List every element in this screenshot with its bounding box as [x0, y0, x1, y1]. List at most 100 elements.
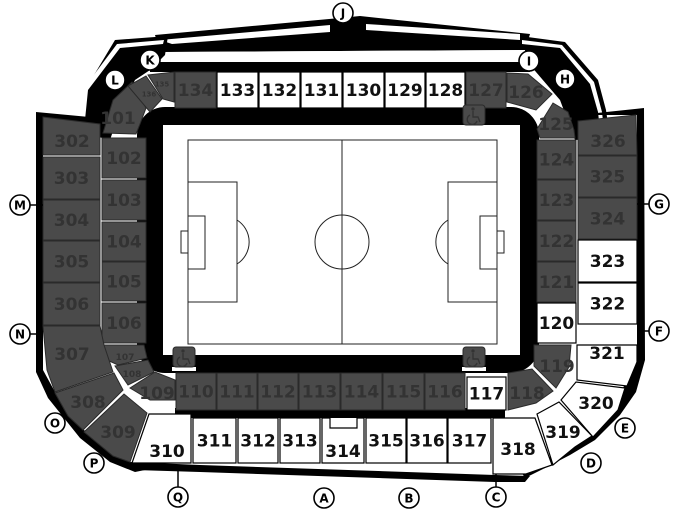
gate-label: I: [527, 55, 531, 69]
section-label: 324: [590, 210, 626, 230]
gate-label: L: [111, 74, 119, 88]
section-315[interactable]: 315: [365, 417, 407, 464]
section-128[interactable]: 128: [425, 71, 466, 109]
section-314[interactable]: 314: [321, 417, 365, 464]
section-133[interactable]: 133: [216, 71, 259, 109]
section-label: 105: [106, 273, 142, 293]
section-label: 309: [100, 423, 136, 443]
section-label: 108: [123, 370, 142, 380]
section-132[interactable]: 132: [258, 71, 301, 109]
section-102: 102: [101, 137, 147, 179]
section-302: 302: [42, 116, 101, 156]
section-label: 101: [100, 109, 136, 129]
section-label: 307: [54, 345, 90, 365]
section-311[interactable]: 311: [192, 417, 237, 464]
section-label: 102: [106, 149, 142, 169]
section-316[interactable]: 316: [406, 417, 448, 464]
section-label: 136: [142, 91, 157, 99]
gate-f: F: [648, 320, 670, 342]
section-116: 116: [424, 372, 466, 411]
section-label: 107: [116, 353, 135, 363]
section-label: 116: [427, 383, 463, 403]
section-112: 112: [257, 372, 299, 411]
gate-label: F: [655, 325, 663, 339]
section-label: 318: [500, 440, 536, 460]
section-110: 110: [175, 372, 217, 411]
section-123: 123: [536, 179, 577, 221]
section-label: 313: [282, 432, 318, 452]
section-318[interactable]: 318: [492, 417, 553, 475]
gate-label: Q: [173, 491, 183, 505]
section-325: 325: [577, 155, 638, 198]
gate-i: I: [518, 50, 540, 72]
wheelchair-icon: [172, 346, 196, 371]
gate-label: B: [404, 492, 413, 506]
section-307: 307: [42, 325, 114, 393]
section-120[interactable]: 120: [536, 302, 577, 344]
section-label: 128: [428, 81, 464, 101]
section-121: 121: [536, 261, 577, 303]
section-label: 110: [178, 383, 214, 403]
gate-label: P: [90, 457, 99, 471]
section-label: 130: [346, 81, 382, 101]
gate-a: A: [313, 487, 335, 509]
gate-m: M: [9, 194, 31, 216]
section-108: 108: [114, 359, 155, 386]
gate-k: K: [139, 49, 161, 71]
gate-label: N: [15, 328, 25, 342]
gate-h: H: [554, 68, 576, 90]
section-312[interactable]: 312: [237, 417, 279, 464]
section-label: 109: [139, 384, 175, 404]
section-130[interactable]: 130: [342, 71, 385, 109]
section-115: 115: [382, 372, 425, 411]
gate-b: B: [398, 487, 420, 509]
gate-label: D: [586, 457, 596, 471]
section-117[interactable]: 117: [466, 376, 507, 411]
section-310[interactable]: 310: [131, 413, 192, 464]
section-321[interactable]: 321: [576, 344, 638, 387]
section-114: 114: [340, 372, 383, 411]
gate-label: K: [145, 54, 155, 68]
section-129[interactable]: 129: [384, 71, 426, 109]
wheelchair-icon: [462, 346, 486, 371]
wheelchair-icon: [462, 104, 486, 129]
gate-j: J: [332, 2, 354, 24]
section-label: 135: [155, 81, 170, 89]
section-109: 109: [129, 371, 176, 404]
gate-label: M: [14, 199, 26, 213]
section-label: 125: [538, 115, 574, 135]
section-122: 122: [536, 220, 577, 262]
section-label: 320: [578, 394, 614, 414]
section-label: 115: [386, 383, 422, 403]
section-131[interactable]: 131: [300, 71, 343, 109]
gate-n: N: [9, 323, 31, 345]
section-label: 112: [260, 383, 296, 403]
section-label: 127: [468, 81, 504, 101]
section-136: 136: [127, 75, 163, 113]
section-313[interactable]: 313: [279, 417, 321, 464]
section-125: 125: [536, 102, 576, 139]
section-label: 111: [219, 383, 255, 403]
section-label: 121: [539, 273, 575, 293]
section-317[interactable]: 317: [447, 417, 492, 464]
section-label: 303: [54, 169, 90, 189]
section-127: 127: [465, 71, 507, 109]
section-323[interactable]: 323: [577, 239, 638, 283]
section-319[interactable]: 319: [536, 401, 593, 467]
section-119: 119: [533, 344, 575, 389]
section-label: 117: [469, 385, 505, 405]
gate-l: L: [104, 69, 126, 91]
section-320[interactable]: 320: [560, 381, 626, 438]
section-label: 119: [539, 357, 575, 377]
section-label: 118: [509, 384, 545, 404]
section-label: 319: [545, 423, 581, 443]
section-308: 308: [54, 372, 124, 431]
section-118: 118: [507, 368, 554, 411]
section-135: 135: [147, 71, 175, 103]
section-label: 304: [54, 211, 90, 231]
gate-label: G: [654, 198, 664, 212]
section-label: 315: [368, 432, 404, 452]
section-label: 322: [590, 295, 626, 315]
section-322[interactable]: 322: [577, 282, 638, 325]
